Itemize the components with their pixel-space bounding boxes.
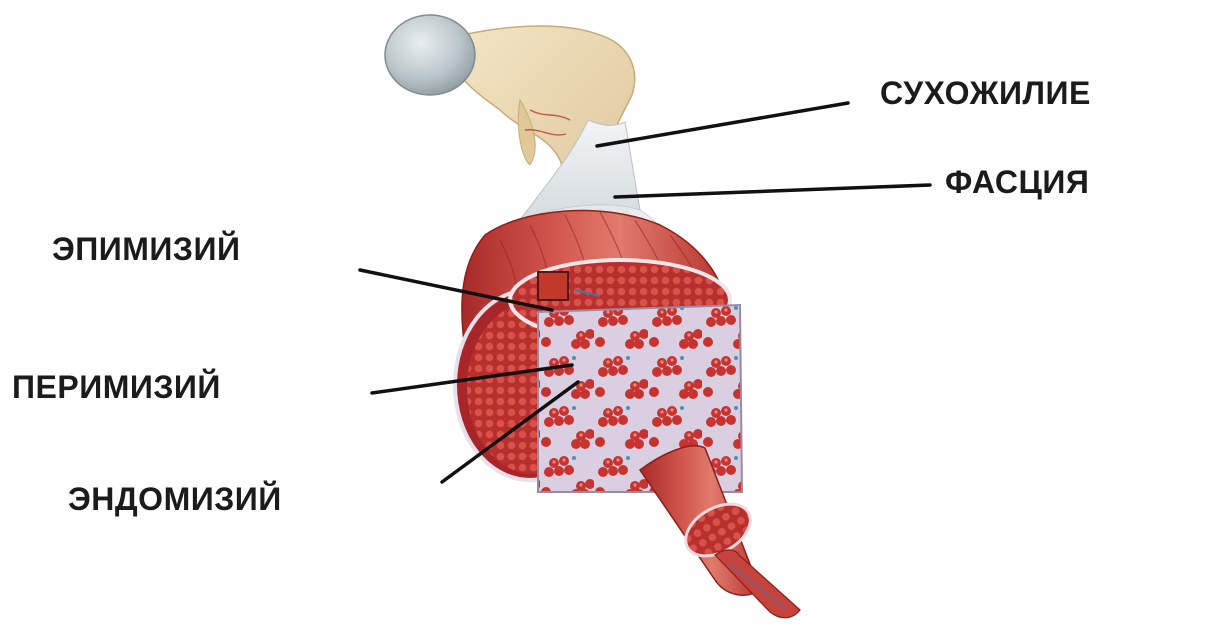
fascia-label: ФАСЦИЯ (945, 164, 1089, 200)
epimysium-label: ЭПИМИЗИЙ (52, 231, 240, 267)
highlight-box (538, 272, 568, 300)
endomysium-label: ЭНДОМИЗИЙ (68, 481, 282, 517)
tendon-label: СУХОЖИЛИЕ (880, 75, 1091, 111)
perimysium-label: ПЕРИМИЗИЙ (12, 369, 221, 405)
femoral-head-cartilage (385, 15, 475, 95)
